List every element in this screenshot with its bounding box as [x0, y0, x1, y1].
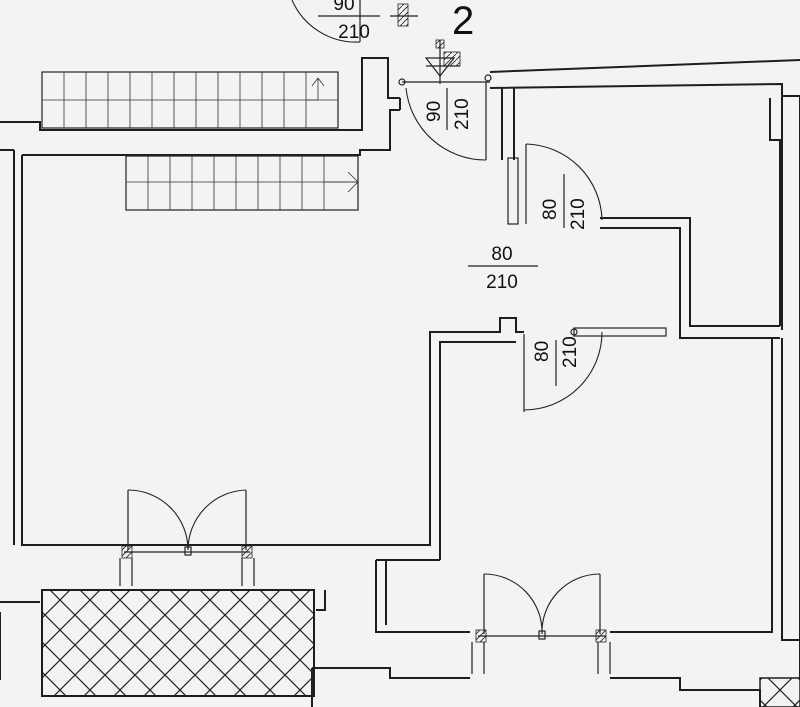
room-b-door-width: 80: [532, 341, 553, 362]
room-b-door-height: 210: [560, 336, 581, 368]
bathroom-door-height: 210: [568, 198, 589, 230]
lower-stair-arrow-icon: [324, 171, 359, 193]
bottom-wall: [311, 667, 761, 707]
top-left-door-height: 210: [338, 22, 370, 43]
bathroom-wall: [600, 217, 780, 339]
upper-stair-arrow-icon: [306, 77, 325, 101]
lower-room-wall: [375, 552, 470, 633]
left-balcony-door: [119, 489, 255, 586]
top-left-door-width: 90: [333, 0, 354, 15]
entry-door-height: 210: [452, 98, 473, 130]
room-inner-wall: [429, 332, 516, 552]
entry-vertical-wall: [501, 88, 515, 160]
balcony-wall: [0, 590, 326, 680]
upper-stair: [41, 71, 339, 129]
right-outer-wall: [781, 96, 800, 680]
balcony-hatch: [41, 589, 315, 697]
corner-hatch: [759, 677, 800, 707]
bathroom-right-wall: [769, 98, 781, 326]
room-a-door-width: 80: [491, 244, 512, 265]
entry-door-width: 90: [424, 101, 445, 122]
entry-door: [398, 74, 492, 161]
bathroom-door-width: 80: [540, 199, 561, 220]
corridor-wall: [22, 98, 401, 156]
top-left-door: [291, 0, 418, 43]
room-right-wall: [610, 337, 800, 641]
right-balcony-door: [471, 573, 611, 674]
lower-stair-outline: [125, 155, 359, 211]
floor-number: 2: [452, 0, 474, 43]
top-left-wall: [0, 57, 524, 546]
bathroom-door: [507, 143, 603, 228]
room-b-door: [523, 327, 667, 412]
room-a-door-height: 210: [486, 272, 518, 293]
top-right-wall: [489, 59, 800, 97]
walls: [0, 57, 800, 707]
entry-arrow-icon: [424, 39, 461, 84]
lower-stair: [125, 155, 359, 211]
